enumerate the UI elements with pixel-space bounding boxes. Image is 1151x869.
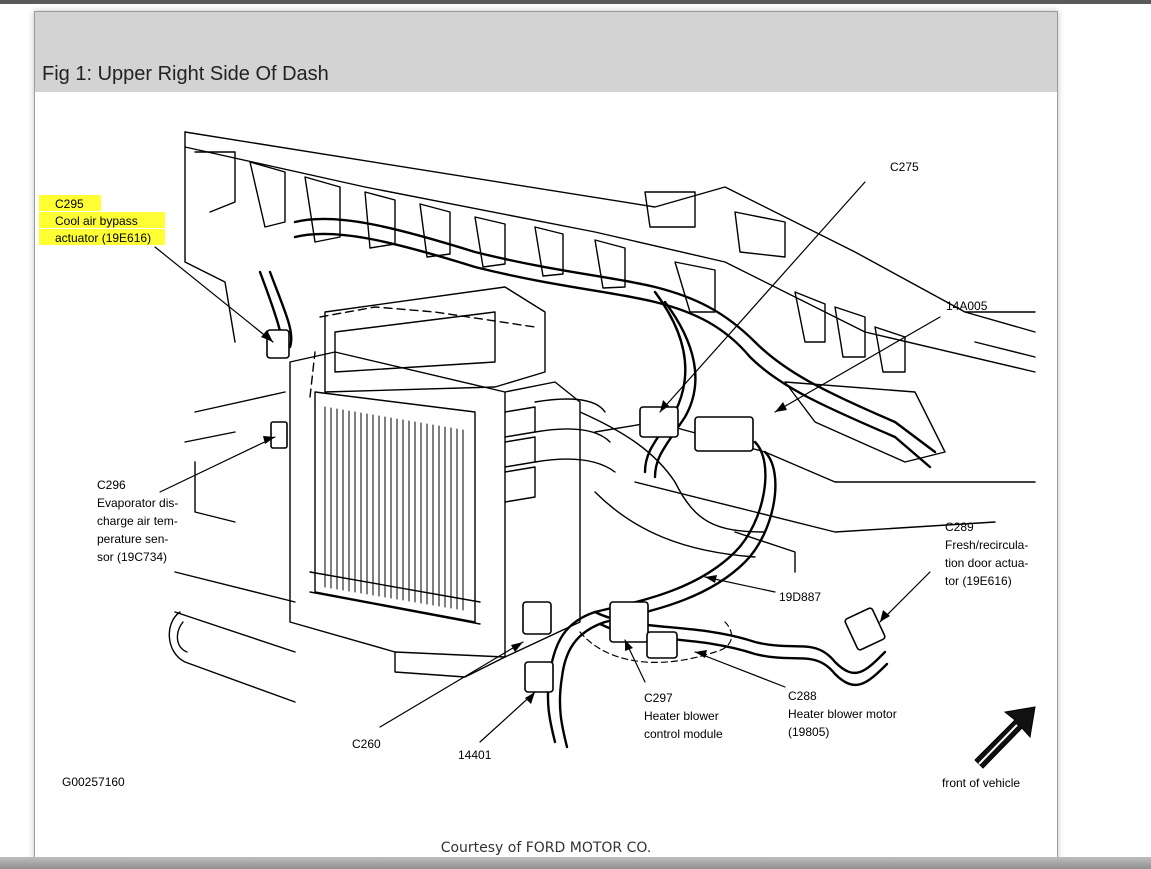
connector-14401-shape — [524, 661, 554, 693]
label-c296-code: C296 — [97, 478, 126, 492]
front-arrow-icon — [974, 706, 1036, 769]
label-c296-line3: perature sen- — [97, 532, 168, 546]
leader-lines — [154, 181, 941, 743]
label-front-of-vehicle: front of vehicle — [942, 776, 1020, 790]
label-c275: C275 — [890, 160, 919, 174]
connector-c289-shape — [844, 607, 886, 651]
label-c295-line2: actuator (19E616) — [55, 231, 151, 245]
hvac-case — [289, 286, 766, 678]
connectors — [266, 329, 886, 693]
label-c289-line1: Fresh/recircula- — [945, 538, 1028, 552]
drawing-id: G00257160 — [62, 775, 125, 789]
evaporator-grille — [324, 406, 464, 611]
connector-c297-shape — [609, 601, 649, 643]
dash-wiring-diagram: C295 Cool air bypass actuator (19E616) C… — [39, 131, 1036, 790]
figure-title: Fig 1: Upper Right Side Of Dash — [42, 63, 329, 85]
highlight-c295-code — [39, 195, 101, 211]
connector-14a005-shape — [694, 416, 754, 452]
label-c296-line2: charge air tem- — [97, 514, 178, 528]
label-c296-line1: Evaporator dis- — [97, 496, 178, 510]
label-19d887: 19D887 — [779, 590, 821, 604]
bottom-bar — [0, 857, 1151, 869]
label-c288-line1: Heater blower motor — [788, 707, 897, 721]
connector-c288-shape — [646, 631, 678, 659]
connector-c260-shape — [522, 601, 552, 635]
callout-c296: C296 Evaporator dis- charge air tem- per… — [97, 478, 178, 564]
leader-arrowheads — [261, 330, 890, 704]
label-c295-code: C295 — [55, 197, 84, 211]
label-c260: C260 — [352, 737, 381, 751]
label-14401: 14401 — [458, 748, 492, 762]
callout-c289: C289 Fresh/recircula- tion door actua- t… — [945, 520, 1028, 588]
connector-c275-shape — [639, 406, 679, 438]
wiring-harness — [258, 217, 937, 749]
highlight-c295-line2 — [39, 229, 165, 245]
credit-line: Courtesy of FORD MOTOR CO. — [440, 840, 652, 856]
label-c289-code: C289 — [945, 520, 974, 534]
top-edge — [0, 0, 1151, 4]
callout-c288: C288 Heater blower motor (19805) — [788, 689, 897, 739]
label-c288-line2: (19805) — [788, 725, 829, 739]
callout-c297: C297 Heater blower control module — [644, 691, 723, 741]
label-c289-line2: tion door actua- — [945, 556, 1028, 570]
label-c288-code: C288 — [788, 689, 817, 703]
label-c289-line3: tor (19E616) — [945, 574, 1012, 588]
label-c297-code: C297 — [644, 691, 673, 705]
connector-c296-shape — [270, 421, 288, 449]
callout-c295: C295 Cool air bypass actuator (19E616) — [39, 195, 165, 245]
connector-c295-shape — [266, 329, 290, 359]
highlight-c295-line1 — [39, 212, 165, 228]
figure-header: Fig 1: Upper Right Side Of Dash — [35, 12, 1057, 92]
case-dashed-outline — [319, 306, 536, 328]
dash-frame — [168, 131, 1036, 703]
label-c297-line2: control module — [644, 727, 723, 741]
label-c297-line1: Heater blower — [644, 709, 719, 723]
label-c295-line1: Cool air bypass — [55, 214, 138, 228]
figure-card: Fig 1: Upper Right Side Of Dash — [34, 11, 1058, 863]
label-c296-line4: sor (19C734) — [97, 550, 167, 564]
label-14a005: 14A005 — [946, 299, 988, 313]
